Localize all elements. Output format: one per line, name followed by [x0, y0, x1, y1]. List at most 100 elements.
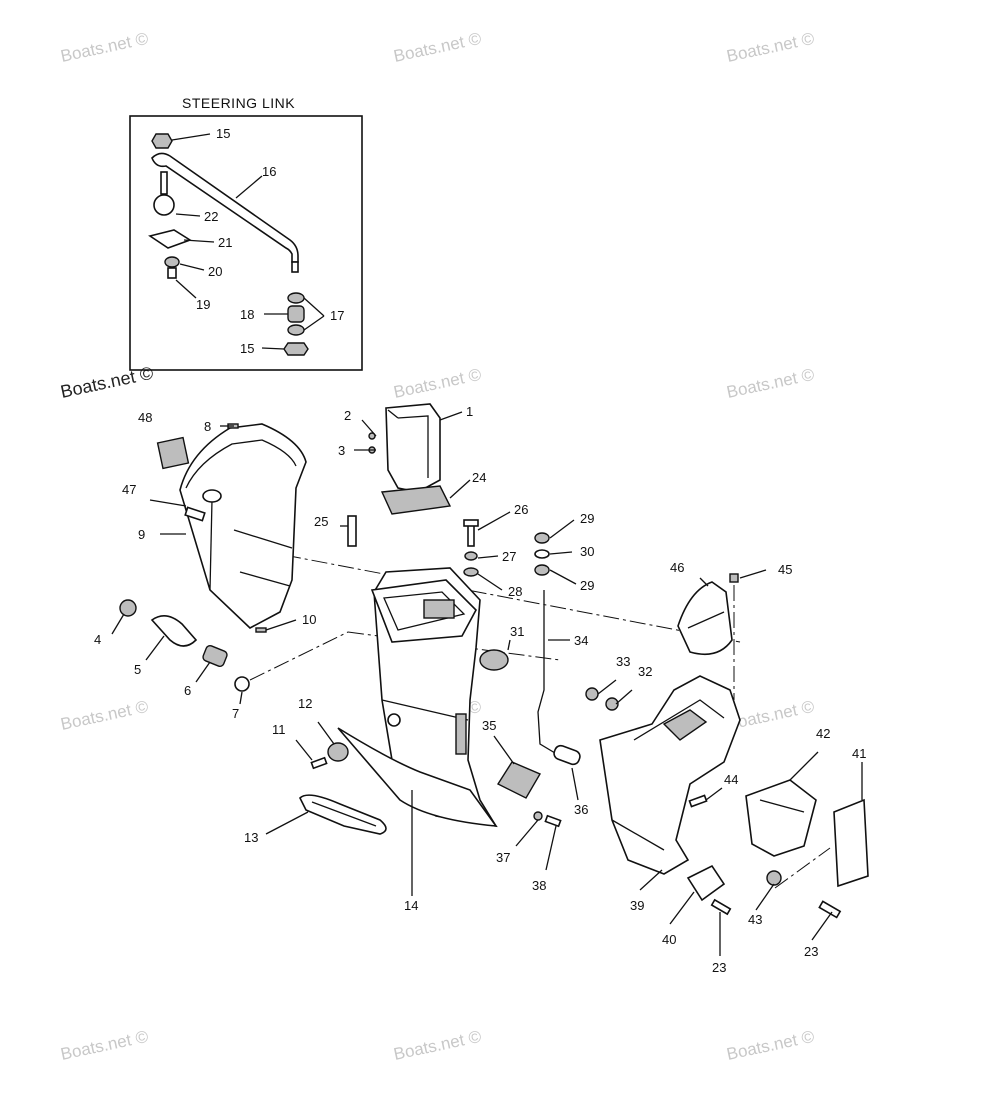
watermark: Boats.net ©	[725, 29, 817, 66]
callout-31: 31	[510, 624, 524, 639]
shroud-9	[179, 423, 307, 629]
callout-33: 33	[616, 654, 630, 669]
link-end	[291, 261, 299, 273]
spring-6	[202, 644, 228, 668]
plate-21	[148, 229, 192, 249]
callout-15-b: 15	[240, 341, 254, 356]
screw-33	[585, 687, 599, 701]
plate-35	[496, 761, 542, 799]
callout-24: 24	[472, 470, 486, 485]
callout-38: 38	[532, 878, 546, 893]
callout-27: 27	[502, 549, 516, 564]
inset-frame	[129, 115, 363, 371]
bolt-26	[467, 523, 475, 547]
dowel-25	[347, 515, 357, 547]
callout-3: 3	[338, 443, 345, 458]
callout-43: 43	[748, 912, 762, 927]
callout-15: 15	[216, 126, 230, 141]
screw-44	[688, 794, 708, 808]
washer-20	[164, 256, 180, 268]
nut-15-bottom	[283, 342, 309, 356]
inset-title: STEERING LINK	[182, 95, 295, 111]
callout-18: 18	[240, 307, 254, 322]
screw-19	[167, 267, 177, 279]
callout-14: 14	[404, 898, 418, 913]
leader-lines	[111, 411, 863, 956]
washer-17-bottom	[287, 324, 305, 336]
screw-45	[729, 573, 739, 583]
callout-10: 10	[302, 612, 316, 627]
callout-26: 26	[514, 502, 528, 517]
callout-48: 48	[138, 410, 152, 425]
callout-34: 34	[574, 633, 588, 648]
callout-30: 30	[580, 544, 594, 559]
cover-46	[677, 581, 733, 656]
washer-27	[464, 551, 478, 561]
nut-29-bottom	[534, 564, 550, 576]
watermarks: Boats.net © Boats.net © Boats.net © Boat…	[59, 29, 817, 1064]
callout-7: 7	[232, 706, 239, 721]
callout-32: 32	[638, 664, 652, 679]
bushing-18	[287, 305, 305, 323]
nut-4	[119, 599, 137, 617]
watermark: Boats.net ©	[59, 1027, 151, 1064]
bracket-42	[745, 779, 817, 857]
exhaust-tube-1	[385, 403, 441, 493]
callout-23: 23	[712, 960, 726, 975]
plate-41	[833, 798, 869, 888]
decal-48	[156, 436, 190, 470]
watermark: Boats.net ©	[59, 29, 151, 66]
callout-46: 46	[670, 560, 684, 575]
callout-39: 39	[630, 898, 644, 913]
washer-28	[463, 567, 479, 577]
washer-32	[605, 697, 619, 711]
callout-42: 42	[816, 726, 830, 741]
nut-15-top	[151, 133, 173, 149]
coupler-36	[553, 744, 581, 766]
callout-20: 20	[208, 264, 222, 279]
pin-10	[255, 627, 267, 633]
boot-5	[150, 615, 198, 647]
nut-29-top	[534, 532, 550, 544]
washer-30	[534, 549, 550, 559]
callout-29-b: 29	[580, 578, 594, 593]
exhaust-housing-39	[599, 675, 741, 875]
callout-1: 1	[466, 404, 473, 419]
callout-8: 8	[204, 419, 211, 434]
callout-19: 19	[196, 297, 210, 312]
nut-43	[766, 870, 782, 886]
watermark: Boats.net ©	[59, 363, 155, 402]
callout-2: 2	[344, 408, 351, 423]
callout-40: 40	[662, 932, 676, 947]
callout-28: 28	[508, 584, 522, 599]
callout-47: 47	[122, 482, 136, 497]
block-40	[686, 864, 726, 902]
watermark: Boats.net ©	[725, 1027, 817, 1064]
ball-stud-22	[153, 194, 175, 216]
driveshaft-housing-14	[337, 567, 498, 828]
watermark: Boats.net ©	[725, 365, 817, 402]
gasket-24	[380, 485, 452, 515]
washer-12	[327, 742, 349, 762]
watermark: Boats.net ©	[392, 1027, 484, 1064]
callout-11: 11	[272, 722, 286, 737]
callout-25: 25	[314, 514, 328, 529]
washer-17-top	[287, 292, 305, 304]
grommet-31	[479, 649, 509, 671]
seal-13	[299, 794, 387, 835]
callout-12: 12	[298, 696, 312, 711]
screw-23-a	[710, 898, 732, 916]
callout-41: 41	[852, 746, 866, 761]
screw-2	[368, 432, 376, 440]
callout-29: 29	[580, 511, 594, 526]
callout-37: 37	[496, 850, 510, 865]
washer-37	[533, 811, 543, 821]
ball-stud-shank	[160, 171, 168, 195]
callout-21: 21	[218, 235, 232, 250]
callout-16: 16	[262, 164, 276, 179]
steering-link-inset: STEERING LINK	[129, 95, 363, 371]
callout-22: 22	[204, 209, 218, 224]
callout-5: 5	[134, 662, 141, 677]
callout-23-b: 23	[804, 944, 818, 959]
